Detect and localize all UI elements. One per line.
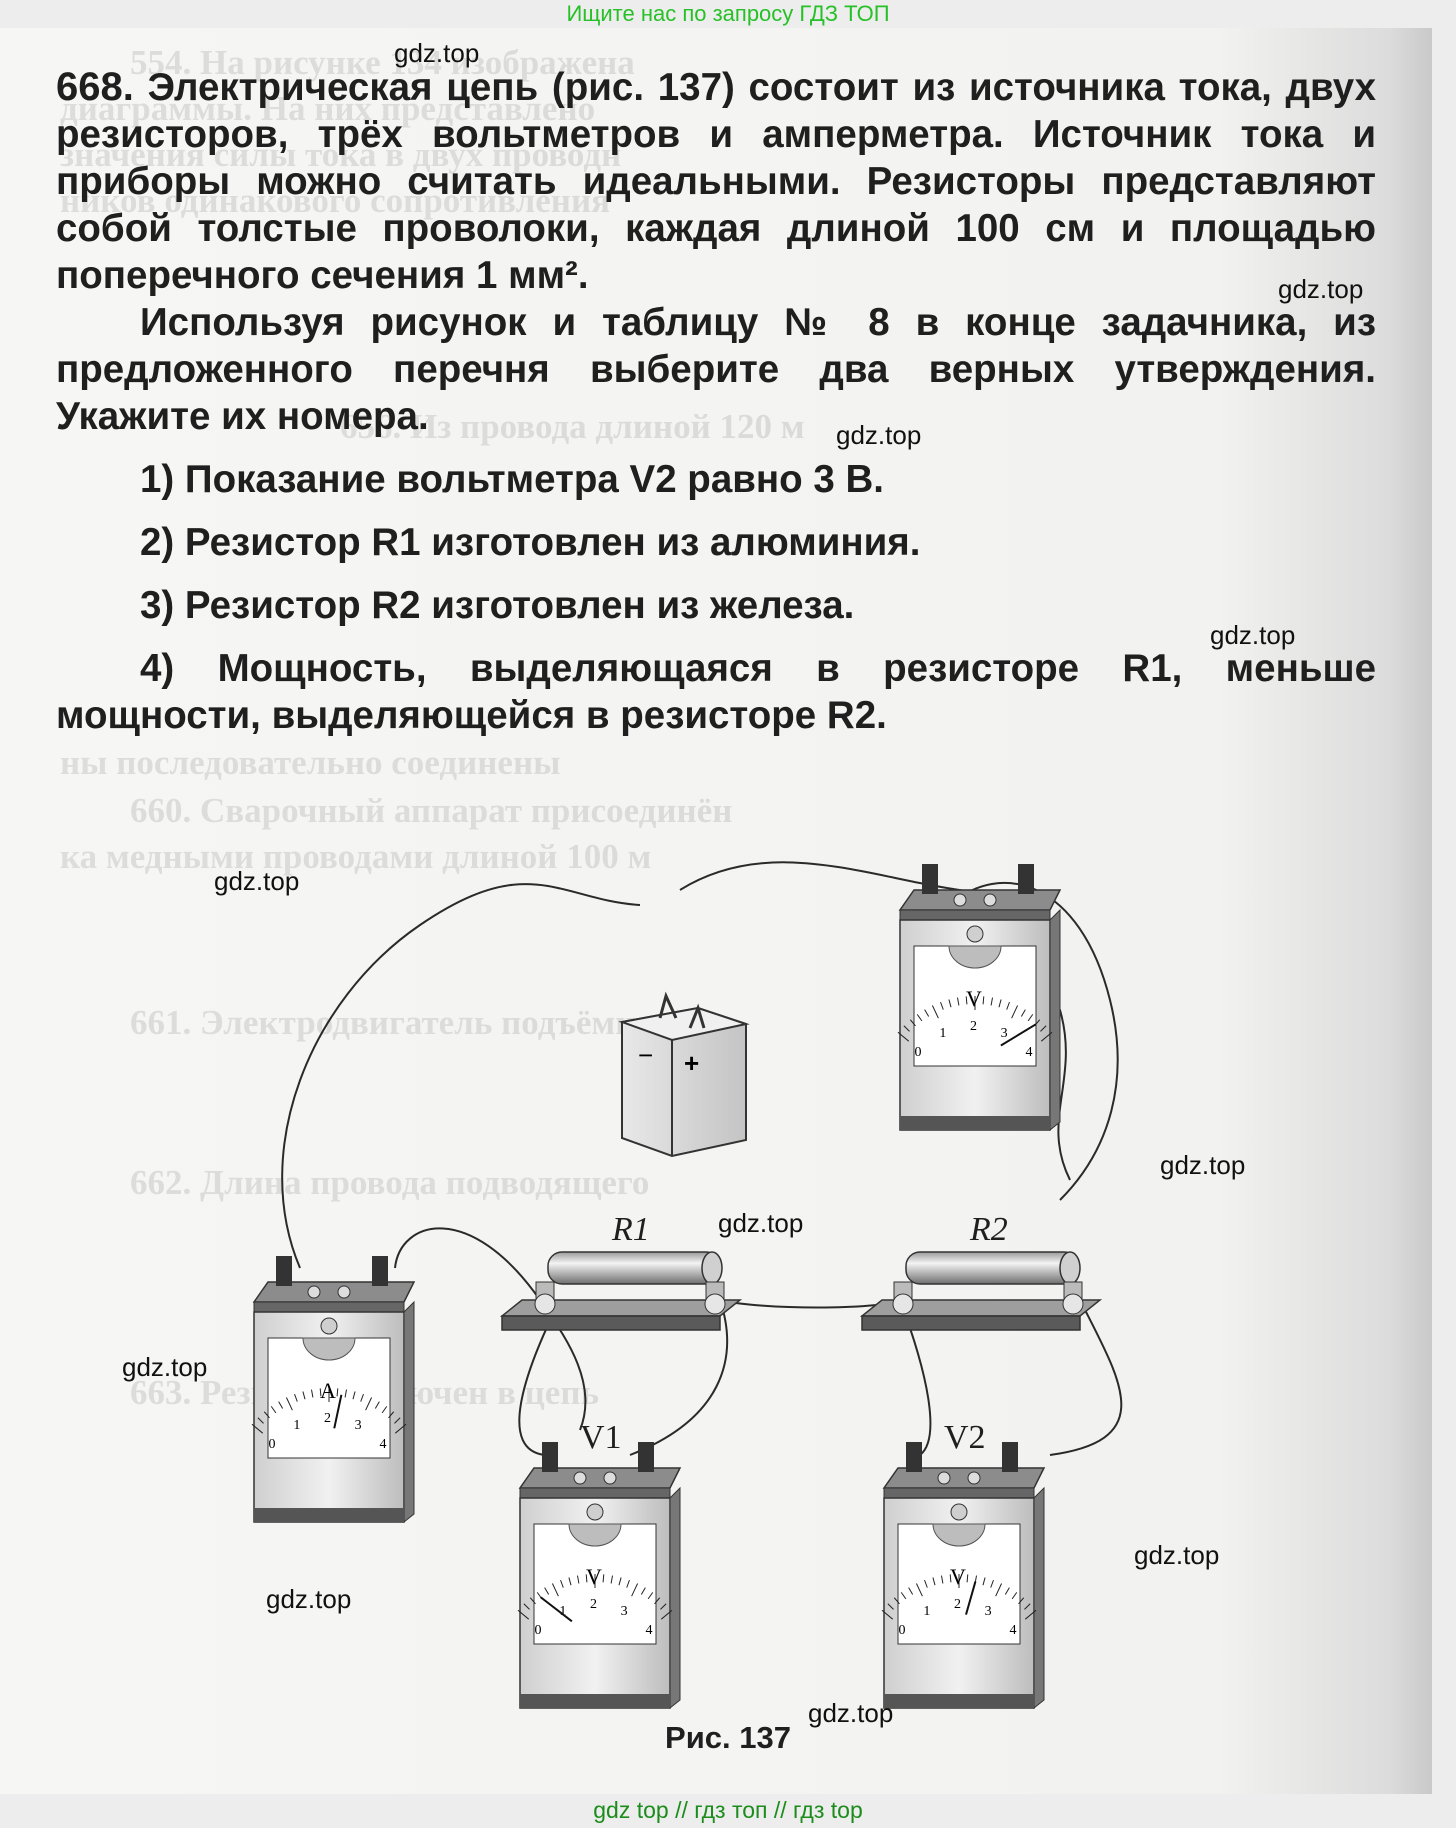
meter-letter: V [586, 1564, 602, 1589]
scale-tick-label: 2 [970, 1019, 977, 1034]
top-banner[interactable]: Ищите нас по запросу ГДЗ ТОП [566, 1, 890, 26]
option-1: 1) Показание вольтметра V2 равно 3 В. [140, 458, 884, 501]
bleed-through-line: 661. Электродвигатель подъёмного [130, 1003, 686, 1042]
meter-letter: V [966, 986, 982, 1011]
watermark: gdz.top [1134, 1540, 1220, 1570]
bleed-through-line: диаграммы. На них представлено [60, 89, 596, 128]
meter-needle [540, 1596, 573, 1623]
problem-number: 668. [56, 65, 134, 109]
watermark: gdz.top [1160, 1150, 1246, 1180]
scale-tick-label: 3 [621, 1604, 628, 1619]
watermark: gdz.top [266, 1584, 352, 1614]
scale-tick-label: 2 [324, 1411, 331, 1426]
bleed-through-line: 656. Из провода длиной 120 м [340, 407, 805, 446]
scale-tick-label: 0 [915, 1045, 922, 1060]
option-3: 3) Резистор R2 изготовлен из железа. [140, 584, 855, 627]
page-background [0, 28, 1432, 1794]
scale-tick-label: 3 [355, 1418, 362, 1433]
voltmeter-v2: 0 1 2 3 4 V [881, 1442, 1046, 1710]
v1-label: V1 [580, 1419, 622, 1456]
voltmeter-top: 0 1 2 3 4 V [897, 864, 1062, 1132]
problem-paragraph-2: Используя рисунок и таблицу № 8 в конце … [56, 301, 1376, 438]
v2-label: V2 [944, 1419, 986, 1456]
option-2: 2) Резистор R1 изготовлен из алюминия. [140, 521, 921, 564]
meter-needle [1000, 1023, 1037, 1047]
meter-needle [965, 1581, 977, 1615]
watermark: gdz.top [214, 866, 300, 896]
problem-668: 668. Электрическая цепь (рис. 137) состо… [56, 64, 1376, 739]
watermark: gdz.top [122, 1352, 208, 1382]
meter-letter: V [950, 1564, 966, 1589]
scale-tick-label: 4 [1009, 1623, 1016, 1638]
bleed-through-line: значения силы тока в двух проводн [60, 135, 622, 174]
r1-label: R1 [611, 1211, 650, 1248]
scale-tick-label: 0 [899, 1623, 906, 1638]
figure-caption: Рис. 137 [665, 1720, 791, 1755]
scale-tick-label: 2 [590, 1597, 597, 1612]
scale-tick-label: 3 [985, 1604, 992, 1619]
scale-tick-label: 3 [1001, 1026, 1008, 1041]
scale-tick-label: 4 [645, 1623, 652, 1638]
scale-tick-label: 1 [559, 1604, 566, 1619]
bleed-through-line: 662. Длина провода подводящего [130, 1163, 650, 1202]
scale-tick-label: 1 [923, 1604, 930, 1619]
problem-text-1: Электрическая цепь (рис. 137) состоит из… [56, 66, 1376, 297]
scale-tick-label: 4 [379, 1437, 386, 1452]
watermark: gdz.top [1278, 274, 1364, 304]
scale-tick-label: 4 [1025, 1045, 1032, 1060]
bleed-through-line: ка медными проводами длиной 100 м [60, 837, 652, 876]
watermark: gdz.top [808, 1698, 894, 1728]
scale-tick-label: 0 [535, 1623, 542, 1638]
resistor-r1 [499, 1251, 743, 1331]
bleed-through-line: ников одинакового сопротивления [60, 181, 611, 220]
voltmeter-v1: 0 1 2 3 4 V [517, 1442, 682, 1710]
bottom-banner[interactable]: gdz top // гдз топ // гдз top [593, 1797, 863, 1823]
battery-plus-sign: + [684, 1048, 699, 1078]
bleed-through-line: 554. На рисунке 134 изображена [130, 43, 635, 82]
meter-needle [333, 1394, 343, 1429]
watermark: gdz.top [718, 1208, 804, 1238]
ammeter: 0 1 2 3 4 A [251, 1256, 416, 1524]
scale-tick-label: 1 [293, 1418, 300, 1433]
option-4: 4) Мощность, выделяющаяся в резисторе R1… [56, 647, 1376, 737]
scale-tick-label: 1 [939, 1026, 946, 1041]
watermark: gdz.top [1210, 620, 1296, 650]
watermark: gdz.top [394, 38, 480, 68]
watermark: gdz.top [836, 420, 922, 450]
r2-label: R2 [969, 1211, 1008, 1248]
battery-minus-sign: − [638, 1040, 653, 1070]
meter-letter: A [320, 1378, 336, 1403]
problem-paragraph-1: 668. Электрическая цепь (рис. 137) состо… [56, 64, 1376, 299]
battery: − + [618, 991, 750, 1158]
scale-tick-label: 2 [954, 1597, 961, 1612]
bleed-through-line: 660. Сварочный аппарат присоединён [130, 791, 733, 830]
resistor-r2 [859, 1251, 1103, 1331]
scale-tick-label: 0 [269, 1437, 276, 1452]
bleed-through-line: ны последовательно соединены [60, 743, 561, 782]
